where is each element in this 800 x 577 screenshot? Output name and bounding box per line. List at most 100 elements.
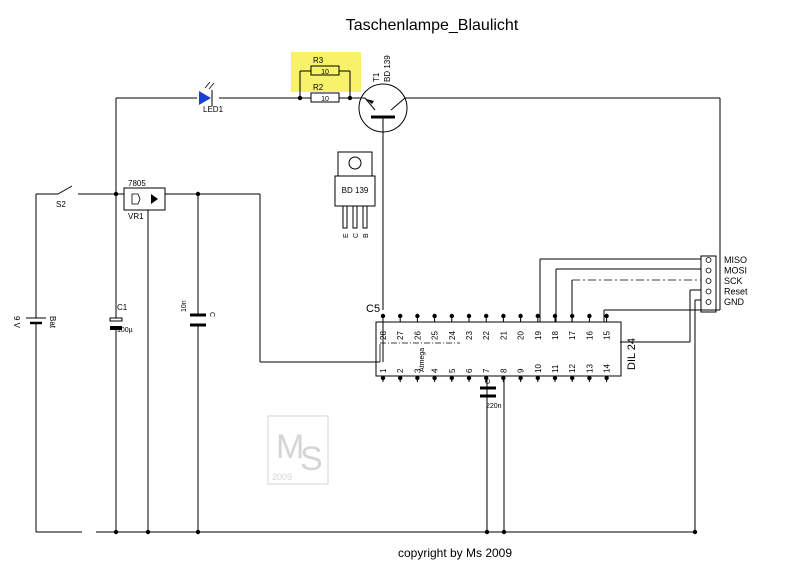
vr1-label: VR1	[128, 212, 144, 221]
led1: LED1	[199, 81, 224, 114]
pin-c-label: C	[353, 233, 360, 238]
ic-top-pin-number: 26	[413, 331, 422, 340]
ic-bottom-pin-number: 5	[448, 368, 457, 373]
ic-top-pin-number: 16	[585, 331, 594, 340]
ic-bottom-pin-number: 13	[585, 364, 594, 373]
c-xtal-value: 220n	[486, 403, 502, 410]
regulator-vr1: 7805 VR1	[123, 179, 166, 221]
ic-bottom-pin-dot	[604, 375, 609, 381]
ic-bottom-pin-number: 7	[482, 368, 491, 373]
capacitor-c-220n: 220n C	[480, 379, 502, 410]
battery-label: Bat	[48, 316, 57, 329]
ic-bottom-pin-number: 4	[431, 368, 440, 373]
pin-e-label: E	[343, 233, 350, 238]
pin-b-label: B	[363, 233, 370, 238]
led-diode-symbol	[199, 91, 211, 105]
ic-top-pin-number: 15	[603, 331, 612, 340]
ms-watermark-logo: M S 2009	[267, 415, 329, 485]
c-xtal-ref: C	[485, 379, 492, 384]
ic-bottom-pin-number: 2	[396, 368, 405, 373]
ic-bottom-pin-dot	[432, 375, 437, 381]
ic-top-pin-dot	[535, 313, 540, 319]
c5-label: C5	[366, 303, 380, 315]
ic-top-pin-dot	[432, 313, 437, 319]
t1-type: BD 139	[383, 55, 392, 82]
isp-pin-label: SCK	[724, 276, 743, 286]
ic-wires	[382, 322, 505, 532]
r3-value: 10	[321, 69, 329, 76]
package-label: BD 139	[342, 186, 369, 195]
ic-top-pin-dot	[398, 313, 403, 319]
ic-top-pin-dot	[484, 313, 489, 319]
ic-top-pin-dot	[604, 313, 609, 319]
ic-top-pin-number: 17	[568, 331, 577, 340]
ic-bottom-pin-number: 8	[499, 368, 508, 373]
led1-label: LED1	[203, 105, 224, 114]
r3-highlight	[291, 52, 361, 92]
r2-ref: R2	[313, 83, 324, 92]
t1-ref: T1	[372, 72, 381, 82]
ic-top-pin-number: 19	[534, 331, 543, 340]
isp-pin-hole	[705, 288, 712, 295]
ic-bottom-pin-number: 12	[568, 364, 577, 373]
switch-s2: S2	[56, 185, 73, 209]
ic-top-pin-number: 27	[396, 331, 405, 340]
ic-top-pin-dot	[518, 313, 523, 319]
ic-bottom-pin-number: 9	[517, 368, 526, 373]
left-wires	[35, 98, 376, 532]
ic-bottom-pin-dot	[552, 375, 558, 381]
ic-bottom-pin-number: 3	[413, 368, 422, 373]
schematic-title: Taschenlampe_Blaulicht	[346, 17, 519, 34]
isp-pin-label: Reset	[724, 287, 748, 297]
ic-top-pin-dot	[380, 313, 386, 319]
capacitor-c1: C1 100µ	[109, 303, 133, 334]
ic-top-pin-number: 23	[465, 331, 474, 340]
svg-text:M: M	[276, 428, 304, 466]
vr1-part: 7805	[128, 179, 146, 188]
resistor-r2: R2 10	[297, 83, 365, 103]
c1-value: 100µ	[117, 327, 133, 334]
ic-bottom-pin-dot	[587, 375, 592, 381]
ic-bottom-pin-dot	[466, 375, 472, 381]
r3-ref: R3	[313, 56, 324, 65]
transistor-t1: T1 BD 139	[358, 55, 408, 310]
ic-bottom-pin-dot	[501, 375, 506, 381]
ic-bottom-pin-dot	[535, 375, 540, 381]
isp-pin-hole	[705, 299, 712, 305]
capacitor-c-10n: 10n C	[181, 300, 215, 327]
ic-top-pin-dot	[415, 313, 420, 319]
isp-pin-hole	[705, 267, 712, 274]
ic-bottom-pin-dot	[415, 375, 420, 381]
ic-name: Atmega	[419, 348, 426, 372]
ic-bottom-pin-number: 6	[465, 368, 474, 373]
bd139-package: BD 139 E C B	[334, 151, 376, 238]
ic-top-pin-number: 25	[431, 331, 440, 340]
ic-bottom-pin-number: 14	[603, 364, 612, 373]
ic-top-pin-dot	[552, 313, 558, 319]
watermark-year: 2009	[272, 472, 292, 482]
ic-top-pin-number: 24	[448, 331, 457, 340]
ic-top-pin-dot	[466, 313, 472, 319]
r2-value: 10	[321, 96, 329, 103]
ic-bottom-pin-dot	[570, 375, 575, 381]
copyright-text: copyright by Ms 2009	[398, 546, 512, 560]
battery-voltage: 9 V	[12, 316, 21, 329]
top-rail-wires	[116, 97, 721, 310]
ic-top-pin-number: 21	[499, 331, 508, 340]
ic-bottom-pin-dot	[449, 375, 454, 381]
ic-top-pin-dot	[587, 313, 592, 319]
ic-top-pin-dot	[449, 313, 454, 319]
svg-text:S: S	[300, 440, 323, 478]
c-mid-ref: C	[208, 312, 215, 317]
ic-bottom-pin-number: 10	[534, 364, 543, 373]
ic-bottom-pin-number: 1	[379, 368, 388, 373]
isp-pin-hole	[705, 278, 712, 284]
c1-ref: C1	[117, 303, 128, 312]
ic-package-label: DIL 24	[626, 338, 638, 370]
ic-bottom-pin-dot	[398, 375, 403, 381]
